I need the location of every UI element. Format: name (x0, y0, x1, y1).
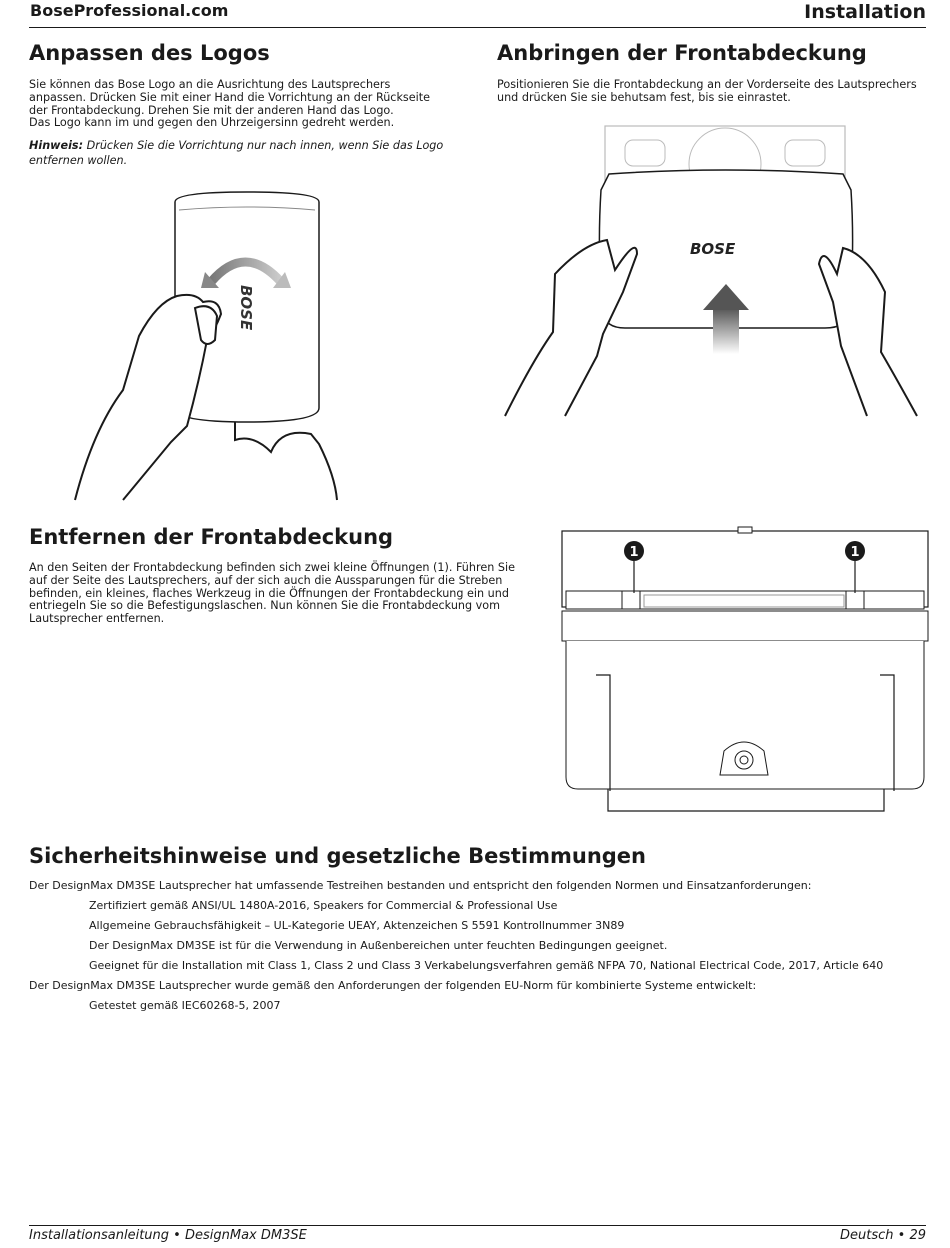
remove-section-body: An den Seiten der Frontabdeckung befinde… (29, 561, 515, 626)
logo-rotation-illustration: BOSE (74, 191, 338, 501)
safety-item: Zertifiziert gemäß ANSI/UL 1480A-2016, S… (89, 899, 558, 913)
attach-section: Anbringen der Frontabdeckung Positionier… (497, 41, 917, 105)
site-name: BoseProfessional.com (30, 1, 229, 20)
footer-rule (29, 1225, 926, 1226)
safety-item: Der DesignMax DM3SE ist für die Verwendu… (89, 939, 668, 953)
callout-marker-left (624, 541, 644, 561)
footer-document-title: Installationsanleitung • DesignMax DM3SE (29, 1228, 307, 1243)
logo-section-body: Sie können das Bose Logo an die Ausricht… (29, 78, 431, 117)
attach-cover-illustration: BOSE (504, 125, 918, 417)
safety-intro: Der DesignMax DM3SE Lautsprecher hat umf… (29, 879, 812, 893)
footer-page-number: Deutsch • 29 (840, 1228, 926, 1243)
safety-section-title: Sicherheitshinweise und gesetzliche Best… (29, 844, 646, 868)
callout-number-left: 1 (629, 545, 638, 560)
callout-number-right: 1 (850, 545, 859, 560)
bose-logo-rotated: BOSE (237, 285, 255, 331)
note-label: Hinweis: (29, 139, 84, 153)
bose-logo-cover: BOSE (690, 240, 736, 258)
safety-item: Geeignet für die Installation mit Class … (89, 959, 884, 973)
attach-section-body: Positionieren Sie die Frontabdeckung an … (497, 78, 917, 104)
logo-section: Anpassen des Logos Sie können das Bose L… (29, 41, 449, 168)
eu-intro: Der DesignMax DM3SE Lautsprecher wurde g… (29, 979, 757, 993)
note-text: Drücken Sie die Vorrichtung nur nach inn… (29, 139, 444, 168)
eu-item: Getestet gemäß IEC60268-5, 2007 (89, 999, 281, 1013)
attach-section-title: Anbringen der Frontabdeckung (497, 41, 867, 65)
safety-item: Allgemeine Gebrauchsfähigkeit – UL-Kateg… (89, 919, 625, 933)
header-rule (29, 27, 926, 28)
remove-section: Entfernen der Frontabdeckung An den Seit… (29, 525, 534, 626)
logo-section-note: Hinweis: Drücken Sie die Vorrichtung nur… (29, 138, 449, 168)
safety-section: Sicherheitshinweise und gesetzliche Best… (29, 844, 919, 1016)
logo-section-body-2: Das Logo kann im und gegen den Uhrzeiger… (29, 116, 395, 130)
section-title: Installation (804, 1, 926, 23)
cover-removal-illustration: 1 1 (561, 526, 929, 812)
logo-section-title: Anpassen des Logos (29, 41, 270, 65)
callout-marker-right (845, 541, 865, 561)
remove-section-title: Entfernen der Frontabdeckung (29, 525, 394, 549)
